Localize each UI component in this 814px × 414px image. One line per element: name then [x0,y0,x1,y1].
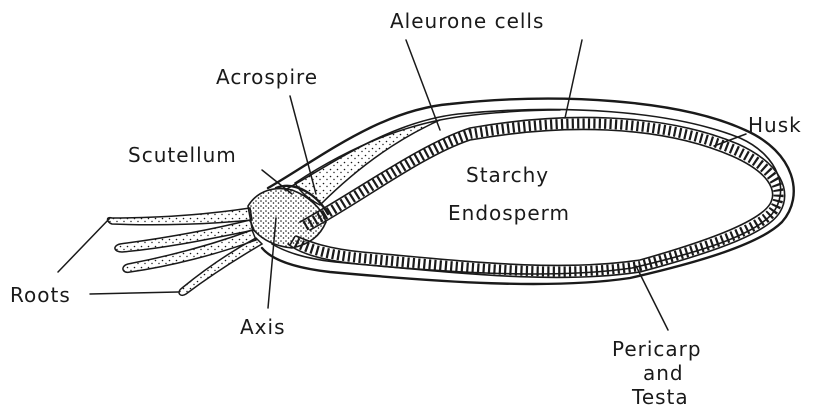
label-husk: Husk [748,113,802,137]
root-1 [108,208,253,225]
label-aleurone: Aleurone cells [390,9,544,33]
label-endosperm-2: Endosperm [448,201,570,225]
label-pericarp-2: and [643,361,684,385]
leader-aleurone-1 [406,40,440,130]
label-pericarp-1: Pericarp [612,337,702,361]
label-scutellum: Scutellum [128,143,237,167]
roots-group [108,208,263,295]
label-endosperm-1: Starchy [466,163,549,187]
husk-outline [262,99,794,284]
label-axis: Axis [240,315,286,339]
label-pericarp-3: Testa [631,385,689,409]
pericarp-outline [272,109,781,274]
leader-pericarp [636,266,668,330]
aleurone-layer [288,117,785,277]
leader-aleurone-2 [565,40,582,118]
label-roots: Roots [10,283,71,307]
label-acrospire: Acrospire [216,65,318,89]
leader-roots [90,292,178,294]
leader-roots-2 [58,218,110,272]
